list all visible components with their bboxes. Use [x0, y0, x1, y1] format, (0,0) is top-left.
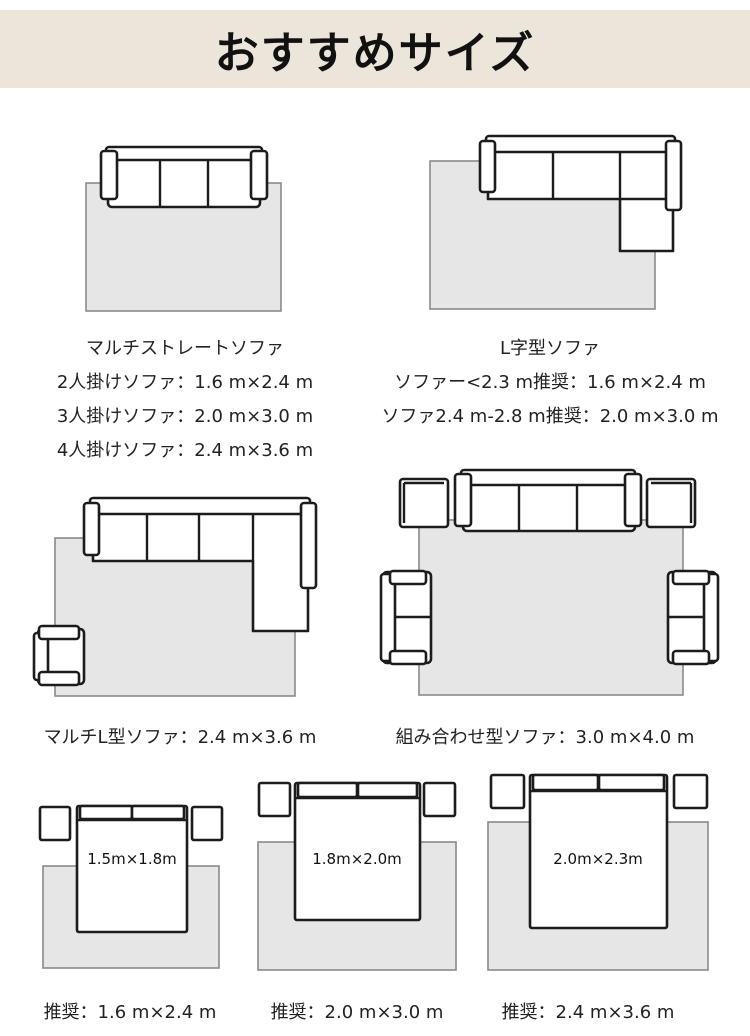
- bed-size-label: 1.5m×1.8m: [87, 850, 177, 868]
- nightstand-left: [489, 773, 526, 810]
- multi-l-sofa-diagram: [32, 496, 318, 697]
- nightstand-left: [257, 781, 292, 818]
- nightstand-left: [38, 805, 72, 842]
- bed-size-label: 2.0m×2.3m: [553, 850, 643, 868]
- page-title: おすすめサイズ: [214, 28, 536, 79]
- bed-3-caption: 推奨：2.4 m×3.6 m: [501, 1002, 675, 1023]
- bed-diagram-1: 1.5m×1.8m: [38, 804, 224, 969]
- bed-size-label: 1.8m×2.0m: [312, 850, 402, 868]
- three-seat-sofa: [453, 468, 643, 533]
- l-shape-sofa-diagram: [429, 134, 683, 310]
- l-shape-line-1: ソファー<2.3 m推奨：1.6 m×2.4 m: [394, 372, 706, 393]
- multi-l-sofa: [82, 496, 318, 633]
- bed-diagram-2: 1.8m×2.0m: [257, 781, 457, 971]
- bed-2-caption: 推奨：2.0 m×3.0 m: [270, 1002, 444, 1023]
- straight-sofa-diagram: [85, 145, 282, 312]
- rug: [418, 519, 684, 696]
- combination-sofa-diagram: [379, 468, 720, 696]
- chair-top-right: [645, 477, 697, 529]
- multi-straight-line-1: 2人掛けソファ：1.6 m×2.4 m: [56, 372, 314, 393]
- l-shape-sofa: [478, 134, 683, 253]
- bed-diagram-3: 2.0m×2.3m: [487, 773, 709, 971]
- multi-l-caption: マルチL型ソファ：2.4 m×3.6 m: [43, 727, 317, 748]
- multi-straight-line-2: 3人掛けソファ：2.0 m×3.0 m: [56, 406, 314, 427]
- bed: [528, 773, 669, 930]
- l-shape-title: L字型ソファ: [499, 338, 601, 359]
- straight-sofa: [99, 145, 269, 209]
- nightstand-right: [190, 805, 224, 842]
- bed: [75, 804, 189, 934]
- nightstand-right: [672, 773, 709, 810]
- bed: [293, 781, 422, 922]
- multi-straight-line-3: 4人掛けソファ：2.4 m×3.6 m: [56, 440, 314, 461]
- armchair-right: [666, 569, 720, 666]
- armchair: [32, 624, 86, 687]
- l-shape-line-2: ソファ2.4 m-2.8 m推奨：2.0 m×3.0 m: [381, 406, 719, 427]
- title-banner: おすすめサイズ: [0, 10, 750, 88]
- bed-1-caption: 推奨：1.6 m×2.4 m: [43, 1002, 217, 1023]
- chair-top-left: [398, 477, 450, 529]
- nightstand-right: [422, 781, 457, 818]
- combination-caption: 組み合わせ型ソファ：3.0 m×4.0 m: [395, 727, 695, 748]
- armchair-left: [379, 569, 433, 666]
- multi-straight-title: マルチストレートソファ: [86, 338, 284, 359]
